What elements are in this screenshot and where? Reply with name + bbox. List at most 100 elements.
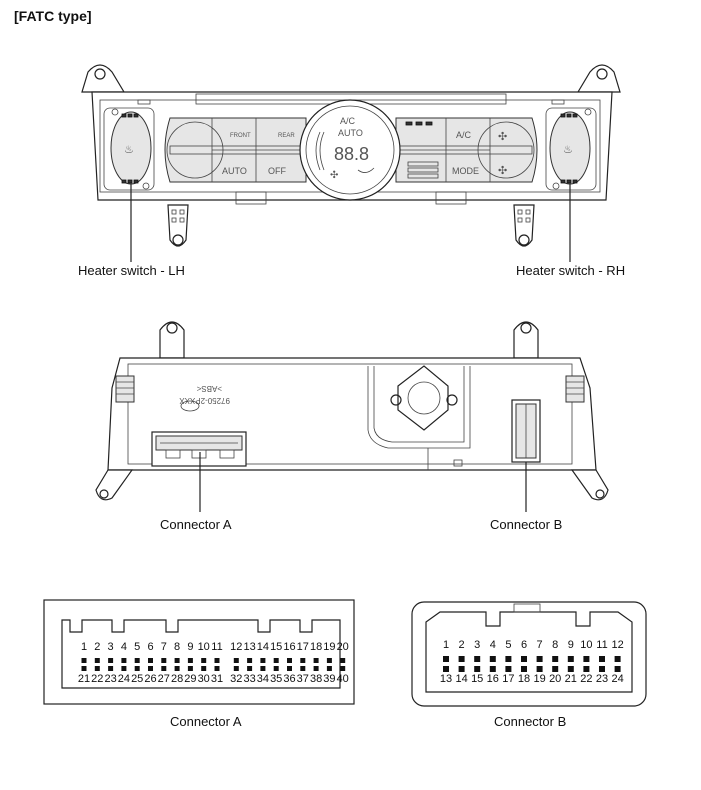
pin-label-14: 14 [455, 673, 467, 685]
heater-switch-lh-label: Heater switch - LH [78, 263, 185, 278]
rear-defrost-label: REAR [278, 133, 295, 139]
pin-square-36 [287, 666, 292, 671]
pin-square-26 [148, 666, 153, 671]
center-display-bezel [299, 99, 401, 201]
pin-label-14: 14 [257, 641, 269, 653]
pin-square-20 [552, 666, 559, 672]
pin-label-11: 11 [211, 641, 222, 653]
pin-label-20: 20 [549, 673, 561, 685]
pin-label-19: 19 [533, 673, 545, 685]
pin-square-7 [161, 658, 167, 663]
pin-square-37 [300, 666, 306, 671]
pin-label-18: 18 [310, 641, 322, 653]
pin-label-2: 2 [94, 641, 100, 653]
blower-motor-mount [397, 365, 449, 431]
pin-square-11 [599, 656, 605, 662]
pin-label-31: 31 [211, 673, 223, 685]
pin-square-3 [108, 658, 114, 663]
pin-square-14 [458, 666, 465, 672]
display-auto-label: AUTO [338, 128, 363, 138]
pin-label-19: 19 [323, 641, 335, 653]
front-panel: ♨ ♨ FRONT REAR AUTO OFF A/C MODE ✣ ✣ [81, 64, 621, 205]
pin-square-9 [187, 658, 193, 663]
pin-label-8: 8 [552, 639, 558, 651]
pin-square-34 [260, 666, 266, 671]
pin-label-15: 15 [471, 673, 483, 685]
mode-button-label: MODE [452, 166, 479, 176]
pin-square-6 [148, 658, 153, 663]
pin-label-12: 12 [230, 641, 242, 653]
pin-label-40: 40 [337, 673, 349, 685]
pin-label-6: 6 [521, 639, 527, 651]
pin-label-12: 12 [611, 639, 623, 651]
pin-label-27: 27 [158, 673, 170, 685]
pin-square-10 [201, 658, 207, 663]
pin-square-8 [174, 658, 180, 663]
pin-label-17: 17 [502, 673, 514, 685]
pin-label-15: 15 [270, 641, 282, 653]
rear-part-number: 97250-2PXXX [179, 396, 230, 405]
pin-square-23 [599, 666, 605, 672]
pin-label-9: 9 [187, 641, 193, 653]
pin-label-18: 18 [518, 673, 530, 685]
pin-square-24 [121, 666, 127, 671]
pin-square-25 [134, 666, 140, 671]
seat-icon-rh: ♨ [563, 144, 573, 156]
pin-label-39: 39 [323, 673, 335, 685]
fan-icon-right-lower: ✣ [498, 165, 507, 177]
front-panel-lower-tabs [167, 204, 535, 247]
pin-label-21: 21 [78, 673, 90, 685]
pin-square-4 [489, 656, 496, 662]
pin-square-32 [233, 666, 239, 671]
pin-label-10: 10 [580, 639, 592, 651]
display-ac-label: A/C [340, 116, 356, 126]
pin-square-2 [458, 656, 465, 662]
pin-label-22: 22 [580, 673, 592, 685]
pin-label-36: 36 [283, 673, 295, 685]
pin-label-23: 23 [104, 673, 116, 685]
pin-label-8: 8 [174, 641, 180, 653]
pin-label-6: 6 [147, 641, 153, 653]
pin-square-1 [81, 658, 87, 663]
pin-square-19 [536, 666, 543, 672]
pin-square-24 [614, 666, 621, 672]
pin-label-21: 21 [565, 673, 577, 685]
pin-label-9: 9 [568, 639, 574, 651]
pin-square-15 [273, 658, 279, 663]
pin-square-40 [340, 666, 346, 671]
pin-square-5 [505, 656, 512, 662]
pin-label-28: 28 [171, 673, 183, 685]
pin-square-7 [536, 656, 543, 662]
pin-square-3 [474, 656, 481, 662]
pin-label-24: 24 [611, 673, 623, 685]
connector-b-caption: Connector B [494, 714, 567, 729]
connector-a-caption: Connector A [170, 714, 242, 729]
rear-housing: >ABS< 97250-2PXXX [95, 321, 609, 501]
pin-square-39 [326, 666, 332, 671]
pin-square-38 [313, 666, 319, 671]
pin-square-1 [443, 656, 449, 662]
pin-label-25: 25 [131, 673, 143, 685]
pin-label-3: 3 [108, 641, 114, 653]
pin-square-13 [247, 658, 253, 663]
pin-square-21 [81, 666, 87, 671]
pin-square-28 [174, 666, 180, 671]
pin-square-12 [233, 658, 239, 663]
pin-label-4: 4 [490, 639, 496, 651]
pin-label-1: 1 [81, 641, 87, 653]
page-title: [FATC type] [14, 8, 92, 24]
pin-square-2 [94, 658, 100, 663]
pin-square-22 [94, 666, 100, 671]
pin-square-15 [474, 666, 481, 672]
fan-icon-right: ✣ [498, 131, 507, 143]
display-fan-icon: ✣ [330, 170, 338, 181]
pin-square-12 [614, 656, 621, 662]
pin-square-33 [247, 666, 253, 671]
pin-label-2: 2 [459, 639, 465, 651]
rear-material-label: >ABS< [196, 384, 222, 393]
pin-label-5: 5 [505, 639, 511, 651]
pin-label-17: 17 [297, 641, 309, 653]
pin-square-31 [214, 666, 220, 671]
